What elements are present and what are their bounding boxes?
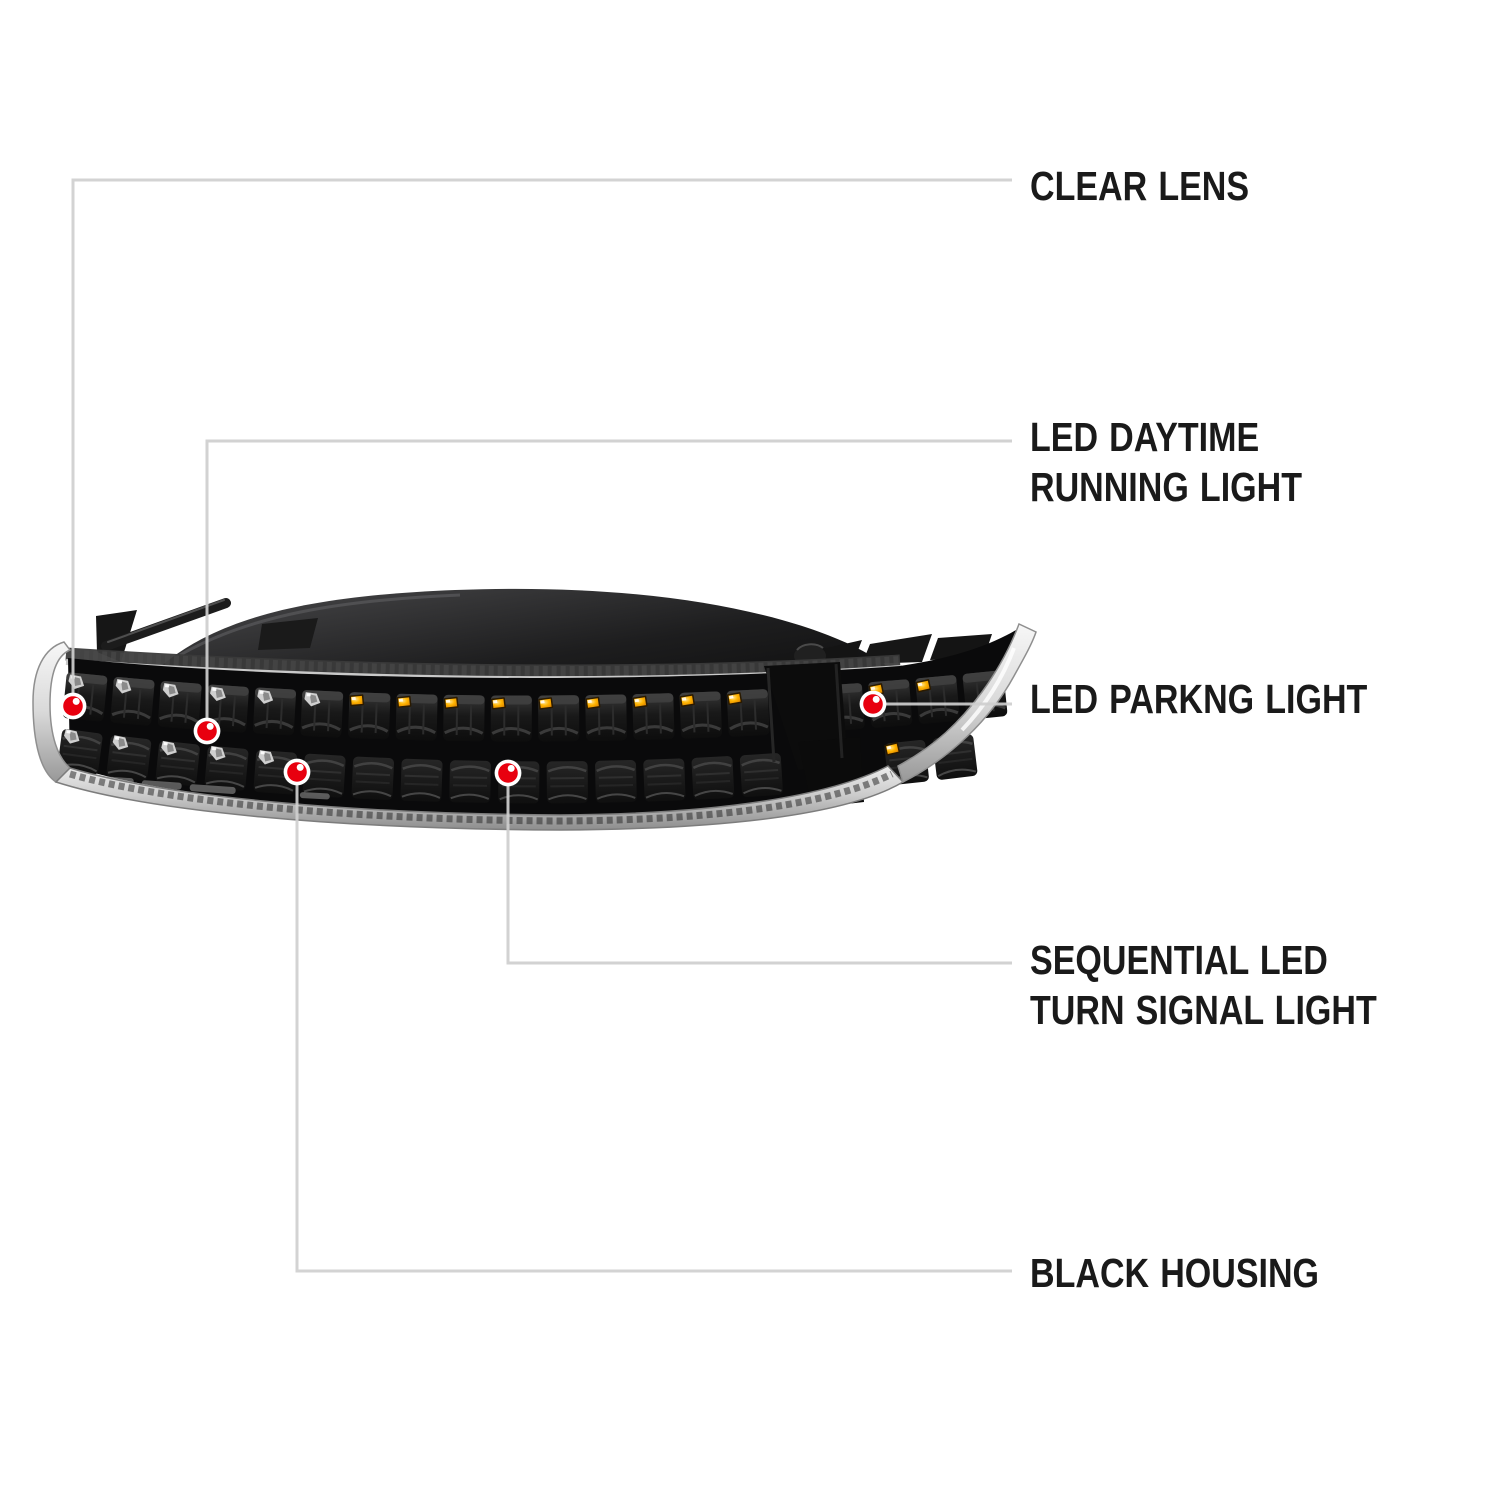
led-chip-silver [304,692,321,707]
led-segment [632,693,675,741]
callout-line-sequential-led-turn-signal-light [506,773,1012,965]
led-chip-silver [112,735,129,750]
callout-line-led-daytime-running-light [205,439,1012,731]
led-segment [155,740,200,787]
led-segment [395,693,438,741]
callout-line-black-housing [295,772,1012,1273]
led-segment [157,681,202,730]
led-segment [443,694,485,742]
led-segment [106,735,152,781]
led-segment [595,760,637,803]
amber-led-chip [585,696,601,710]
led-chip-silver [115,678,132,694]
callout-dot [859,690,887,718]
led-segment [348,692,391,740]
led-segment [546,761,588,804]
led-chip-silver [209,745,226,761]
led-chip-silver [161,740,177,756]
amber-led-chip [884,742,901,756]
led-segment [400,758,443,802]
led-row-top [62,670,1008,742]
led-segment [205,684,249,733]
amber-led-chip [915,679,932,693]
led-chip-silver [257,689,274,704]
callout-label-led-parking-light: LED PARKNG LIGHT [1030,676,1368,722]
callout-label-clear-lens: CLEAR LENS [1030,163,1250,209]
led-segment [679,691,722,739]
amber-led-chip [538,697,554,710]
led-segment [253,750,297,795]
led-segment [643,758,686,802]
callout-dot [494,759,522,787]
led-segment [538,695,580,742]
led-segment [57,728,103,775]
turn-signal-lamp-illustration [32,588,1037,831]
led-chip-silver [258,750,275,765]
callout-lines [71,178,1012,1273]
callout-label-led-daytime-running-light: LED DAYTIME RUNNING LIGHT [1030,414,1302,510]
led-segment [726,689,770,737]
led-segment [915,675,960,724]
led-segment [449,760,491,803]
led-row-bottom [57,728,978,804]
amber-led-chip [396,695,412,708]
led-chip-silver [210,686,226,701]
amber-led-chip [726,692,743,706]
led-segment [691,756,735,800]
callout-dots [59,690,887,787]
led-segment [110,677,155,726]
led-segment [490,695,532,742]
callout-dot [193,717,221,745]
callout-line-clear-lens [71,178,1012,706]
led-segment [351,756,395,801]
callout-label-sequential-led-turn-signal-light: SEQUENTIAL LED TURN SIGNAL LIGHT [1030,937,1377,1033]
amber-led-chip [632,695,648,709]
callout-label-black-housing: BLACK HOUSING [1030,1250,1320,1296]
led-segment [204,745,249,791]
amber-led-chip [490,697,506,710]
led-segment [300,690,344,738]
amber-led-chip [443,696,459,710]
led-segment [739,753,783,798]
callout-dot [283,758,311,786]
led-chip-silver [63,728,80,744]
amber-led-chip [349,694,365,707]
amber-led-chip [679,694,695,707]
led-segment [585,694,627,742]
led-segment [302,753,346,798]
clear-lens-rim [32,622,1037,831]
led-chip-silver [162,683,179,698]
led-segment [253,687,297,736]
callout-dot [59,692,87,720]
